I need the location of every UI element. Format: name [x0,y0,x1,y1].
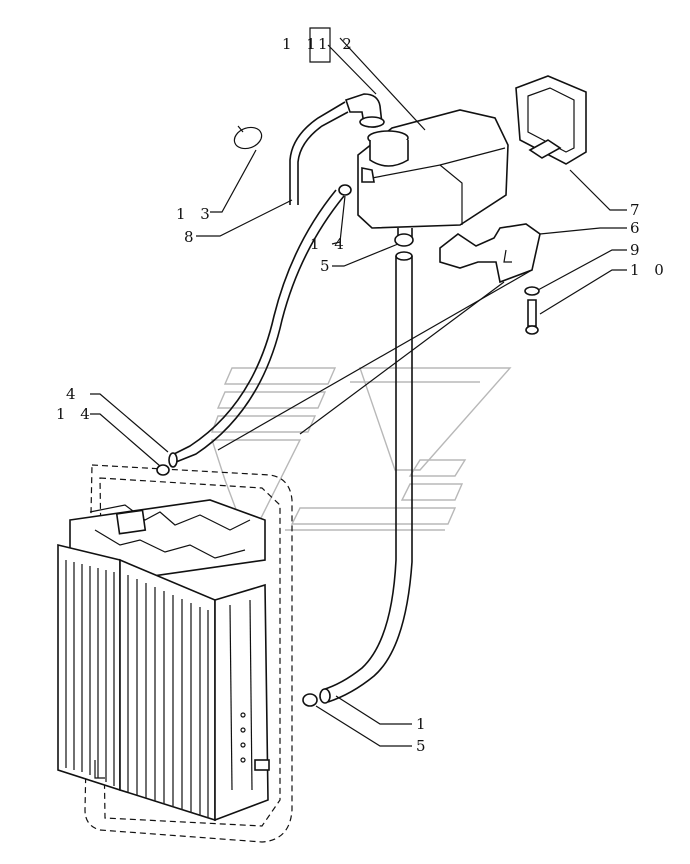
clamp-13 [233,125,263,150]
hose-4 [168,189,345,468]
bracket-6 [439,223,541,284]
radiator-fins [65,560,209,818]
expansion-tank [357,109,509,243]
callout-6: 6 [630,219,645,237]
callout-5-bottom: 5 [416,737,431,755]
hose-clamp-5-top [394,233,414,247]
callout-1: 1 [416,715,431,733]
hose-clamp-5-bottom [302,693,318,707]
callout-8: 8 [184,228,199,246]
callout-13: 1 3 [176,205,215,223]
brand-logo-watermark [210,367,512,531]
callout-5-top: 5 [320,257,335,275]
callout-14-top: 1 4 [310,235,349,253]
hose-clamp-14-bottom [156,464,170,476]
washer-9 [524,286,540,296]
bracket-7 [515,75,587,165]
leader-lines [90,27,627,747]
callout-7: 7 [630,201,645,219]
callout-11: 1 1 [282,35,321,53]
callout-14-bottom: 1 4 [56,405,95,423]
radiator [57,464,293,843]
callout-4: 4 [66,385,81,403]
callout-10: 1 0 [630,261,669,279]
hose-clamp-14-top [338,184,352,196]
callout-9: 9 [630,241,645,259]
hose-1 [319,251,413,704]
callout-12: 1 2 [318,35,357,53]
cap-elbow [344,93,385,128]
bolt-10 [525,299,539,335]
hose-8 [289,101,346,205]
